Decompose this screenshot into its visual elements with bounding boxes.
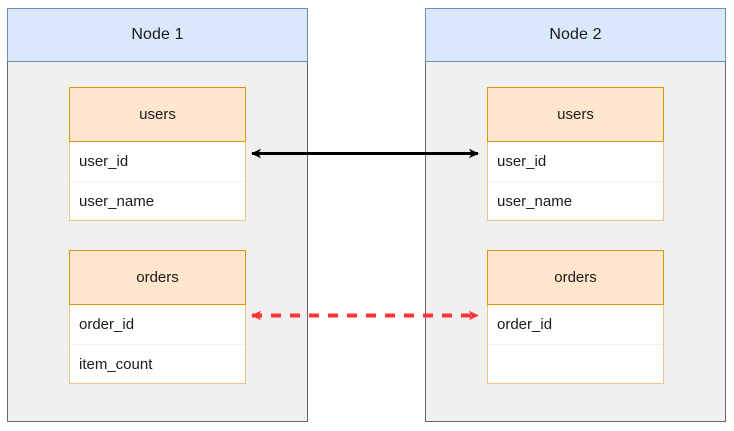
node-container-node-1[interactable]: Node 1 users user_id user_name orders or… [7, 8, 308, 422]
table-node-1-users[interactable]: users user_id user_name [69, 87, 246, 221]
node-header-node-1: Node 1 [7, 8, 308, 62]
node-header-node-2: Node 2 [425, 8, 726, 62]
table-node-2-users[interactable]: users user_id user_name [487, 87, 664, 221]
node-container-node-2[interactable]: Node 2 users user_id user_name orders or… [425, 8, 726, 422]
table-node-1-orders[interactable]: orders order_id item_count [69, 250, 246, 384]
node-body-node-1: users user_id user_name orders order_id … [8, 62, 307, 420]
node-title: Node 1 [131, 26, 184, 43]
node-body-node-2: users user_id user_name orders order_id [426, 62, 725, 420]
table-columns: user_id user_name [69, 142, 246, 221]
table-title: orders [69, 250, 246, 305]
table-title: users [69, 87, 246, 142]
node-title: Node 2 [549, 26, 602, 43]
table-column-row: user_name [70, 181, 245, 220]
table-columns: user_id user_name [487, 142, 664, 221]
table-title: users [487, 87, 664, 142]
table-column-row: user_id [70, 142, 245, 181]
table-column-row: user_name [488, 181, 663, 220]
table-node-2-orders[interactable]: orders order_id [487, 250, 664, 384]
table-column-row: order_id [488, 305, 663, 344]
table-columns: order_id item_count [69, 305, 246, 384]
table-column-row-empty [488, 344, 663, 383]
table-column-row: item_count [70, 344, 245, 383]
table-title: orders [487, 250, 664, 305]
table-column-row: order_id [70, 305, 245, 344]
table-column-row: user_id [488, 142, 663, 181]
table-columns: order_id [487, 305, 664, 384]
